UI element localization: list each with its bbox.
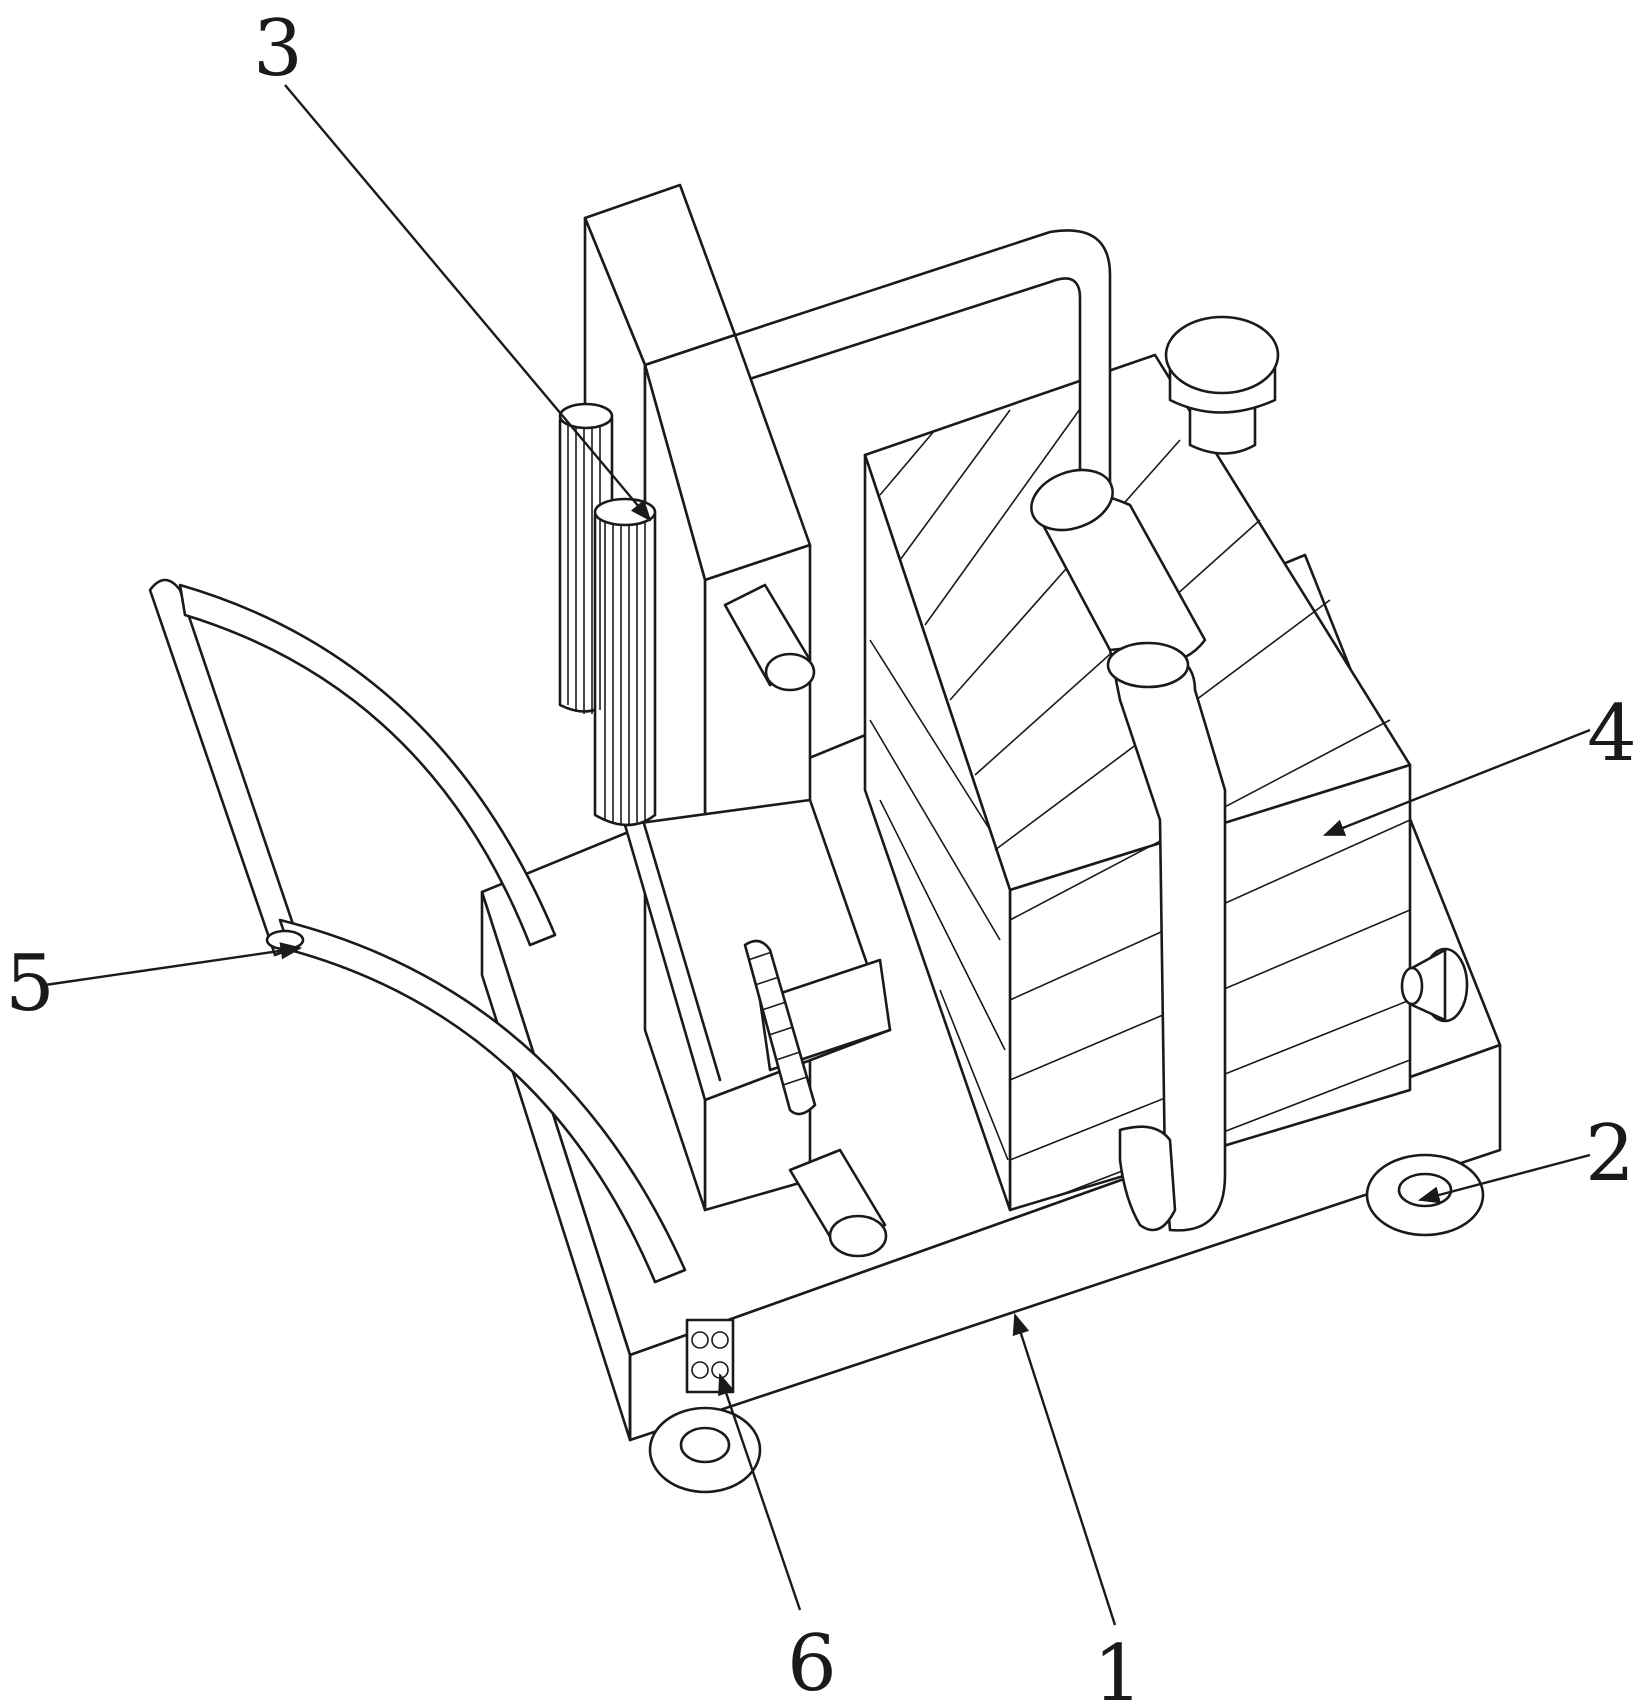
callout-5: 5 xyxy=(5,939,303,1029)
mast xyxy=(583,183,892,1258)
side-outlet xyxy=(1400,947,1469,1023)
wheel-front-right xyxy=(1365,1153,1485,1237)
callout-4: 4 xyxy=(1322,689,1637,837)
callout-2: 2 xyxy=(1417,1109,1635,1204)
callout-1: 1 xyxy=(1012,1312,1143,1705)
roller-brushes xyxy=(558,402,657,827)
callout-label-6: 6 xyxy=(787,1619,837,1705)
callout-label-4: 4 xyxy=(1587,689,1637,779)
tank xyxy=(863,315,1412,1212)
callout-6: 6 xyxy=(718,1372,837,1705)
control-panel xyxy=(685,1318,735,1394)
callout-label-1: 1 xyxy=(1093,1629,1143,1705)
callout-label-3: 3 xyxy=(253,4,303,94)
callout-3: 3 xyxy=(253,4,652,522)
handle xyxy=(148,578,687,1284)
wheel-front-left xyxy=(648,1406,762,1494)
callout-label-5: 5 xyxy=(5,939,55,1029)
callout-label-2: 2 xyxy=(1585,1109,1635,1199)
pump-pipes xyxy=(653,229,1227,1232)
